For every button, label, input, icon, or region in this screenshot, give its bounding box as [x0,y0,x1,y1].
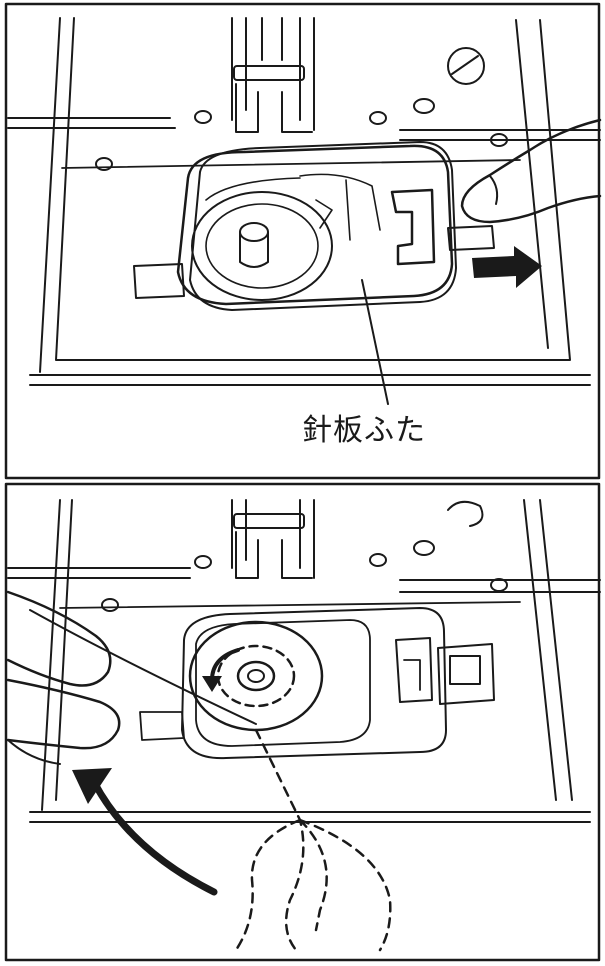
top-panel-frame [4,2,601,480]
bed-plate-outline-bottom [41,499,573,811]
callout-label: 針板ふた [302,413,426,448]
presser-foot [231,17,315,133]
bed-plate-seam [7,117,601,141]
callout-leader [361,279,389,405]
bottom-panel-frame [4,482,601,962]
plate-holes-bottom [101,540,508,612]
cover-tab [133,263,185,299]
cover-slot [390,188,436,266]
plate-screw [447,47,485,85]
cover-latch [447,225,495,251]
plate-screw-bottom [447,500,484,527]
rotate-ccw-icon [202,648,240,692]
bed-plate-outline [39,17,571,373]
cover-body [176,144,454,306]
hand-finger-top [460,118,602,224]
presser-foot-bottom [231,499,315,579]
plate-holes [95,98,508,171]
needle-plate-edge [29,374,591,386]
thread-pull-line [29,609,257,725]
cover-shadow-rim [189,141,457,311]
hand-left-bottom [6,590,121,765]
top-panel: 針板ふた [4,2,602,480]
bobbin-spindle [239,222,269,268]
curved-arrow-icon [72,768,218,896]
needle-plate-cover [133,141,495,311]
thread-dashed [234,728,392,952]
arrow-right-icon [472,246,542,288]
compartment-latch [395,637,495,705]
bobbin-compartment [139,607,495,760]
bobbin-under-cover [191,191,333,301]
bottom-panel [4,482,601,962]
